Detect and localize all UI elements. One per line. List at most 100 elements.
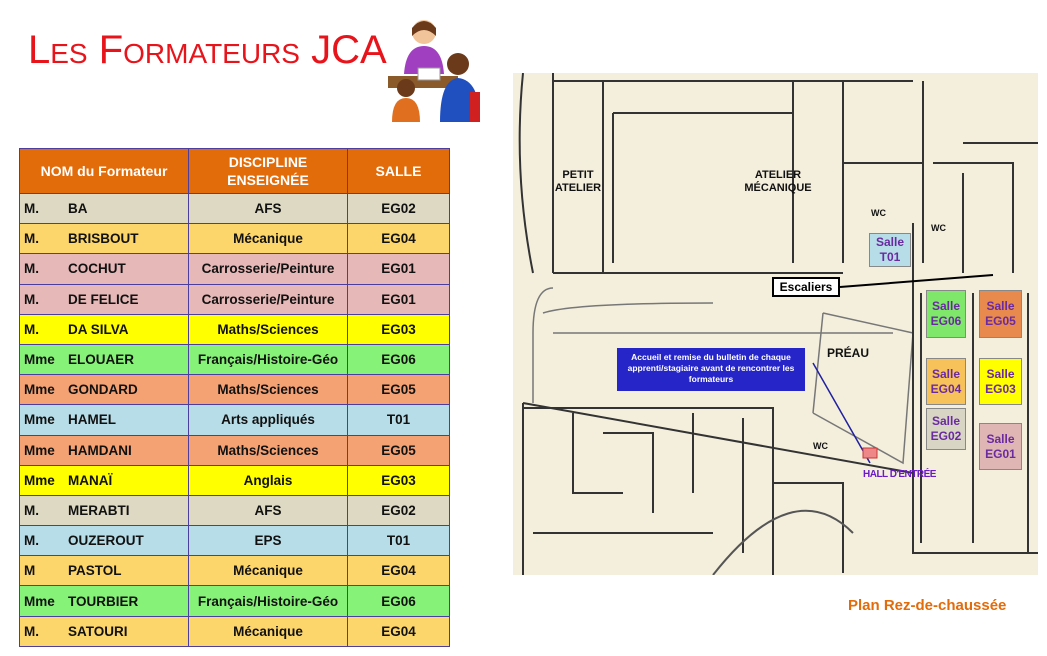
room-code: EG04: [930, 381, 962, 396]
civility: Mme: [24, 412, 55, 428]
trainers-table: NOM du Formateur DISCIPLINE ENSEIGNÉE SA…: [19, 148, 450, 647]
floor-plan: PETIT ATELIER ATELIER MÉCANIQUE PRÉAU WC…: [513, 73, 1038, 575]
salle-cell: EG01: [347, 283, 450, 315]
trainer-name: DE FELICE: [68, 291, 139, 307]
trainer-name-cell: M PASTOL: [19, 555, 189, 587]
trainer-name: HAMDANI: [68, 442, 132, 458]
civility: M: [24, 563, 36, 579]
header-nom: NOM du Formateur: [19, 148, 189, 194]
salle-cell: T01: [347, 404, 450, 436]
civility: M.: [24, 502, 39, 518]
trainer-name: OUZEROUT: [68, 533, 144, 549]
discipline-cell: Maths/Sciences: [188, 313, 348, 345]
trainer-name: MERABTI: [68, 502, 130, 518]
trainer-name-cell: M.COCHUT: [19, 253, 189, 285]
room-label: Salle: [986, 431, 1015, 446]
trainer-name-cell: M. SATOURI: [19, 615, 189, 647]
room-label: Salle: [931, 366, 961, 381]
room-label: Salle: [875, 235, 905, 249]
label-preau: PRÉAU: [826, 346, 869, 360]
trainer-name-cell: Mme MANAÏ: [19, 464, 189, 496]
discipline-cell: EPS: [188, 525, 348, 557]
discipline-cell: Maths/Sciences: [188, 374, 348, 406]
civility: M.: [24, 321, 39, 337]
trainer-name: BRISBOUT: [68, 231, 139, 247]
discipline-cell: Français/Histoire-Géo: [188, 585, 348, 617]
label-atelier-mecanique: ATELIER MÉCANIQUE: [744, 169, 812, 194]
room-code: EG06: [930, 314, 962, 328]
room-code: EG02: [930, 429, 962, 443]
plan-caption: Plan Rez-de-chaussée: [848, 597, 1007, 614]
trainer-name-cell: M. MERABTI: [19, 494, 189, 527]
salle-cell: EG03: [347, 313, 450, 345]
salle-cell: EG06: [347, 343, 450, 376]
salle-cell: EG05: [347, 434, 450, 466]
civility: M.: [24, 201, 39, 217]
trainer-name: DA SILVA: [68, 321, 129, 337]
room-label: Salle: [931, 299, 961, 313]
civility: Mme: [24, 593, 55, 609]
salle-cell: EG05: [347, 374, 450, 406]
salle-cell: EG04: [347, 555, 450, 587]
discipline-cell: AFS: [188, 192, 348, 225]
trainer-name: BA: [68, 201, 88, 217]
room-code: EG05: [985, 314, 1016, 328]
trainer-name: MANAÏ: [68, 472, 113, 488]
accueil-callout: Accueil et remise du bulletin de chaque …: [617, 348, 805, 391]
trainer-name-cell: M. DA SILVA: [19, 313, 189, 345]
page-title: Les Formateurs JCA: [28, 28, 387, 72]
trainer-name-cell: M.OUZEROUT: [19, 525, 189, 557]
civility: M.: [24, 261, 39, 277]
salle-cell: EG04: [347, 223, 450, 255]
salle-cell: EG06: [347, 585, 450, 617]
trainer-name: SATOURI: [68, 623, 128, 639]
salle-cell: EG02: [347, 192, 450, 225]
room-code: EG03: [985, 381, 1016, 396]
salle-cell: T01: [347, 525, 450, 557]
salle-cell: EG01: [347, 253, 450, 285]
discipline-cell: Arts appliqués: [188, 404, 348, 436]
civility: M.: [24, 291, 39, 307]
salle-cell: EG04: [347, 615, 450, 647]
discipline-cell: Carrosserie/Peinture: [188, 253, 348, 285]
salle-cell: EG02: [347, 494, 450, 527]
civility: M.: [24, 623, 39, 639]
trainer-name: HAMEL: [68, 412, 116, 428]
label-wc: WC: [813, 441, 828, 451]
discipline-cell: Carrosserie/Peinture: [188, 283, 348, 315]
room-label: Salle: [931, 414, 961, 428]
trainer-name-cell: M. DE FELICE: [19, 283, 189, 315]
hall-entree-label: HALL D'ENTRÉE: [863, 469, 936, 480]
label-petit-atelier: PETIT ATELIER: [554, 169, 602, 194]
room-label: Salle: [986, 366, 1015, 381]
floor-plan-walls: [518, 73, 1038, 575]
trainer-name-cell: M. BA: [19, 192, 189, 225]
room-label: Salle: [986, 299, 1015, 313]
civility: Mme: [24, 472, 55, 488]
teacher-clipart-image: [388, 20, 480, 122]
trainer-name: PASTOL: [68, 563, 122, 579]
label-wc: WC: [931, 223, 946, 233]
room-code: T01: [879, 250, 901, 264]
trainer-name: ELOUAER: [68, 352, 135, 368]
discipline-cell: AFS: [188, 494, 348, 527]
trainer-name-cell: Mme HAMEL: [19, 404, 189, 436]
discipline-cell: Français/Histoire-Géo: [188, 343, 348, 376]
